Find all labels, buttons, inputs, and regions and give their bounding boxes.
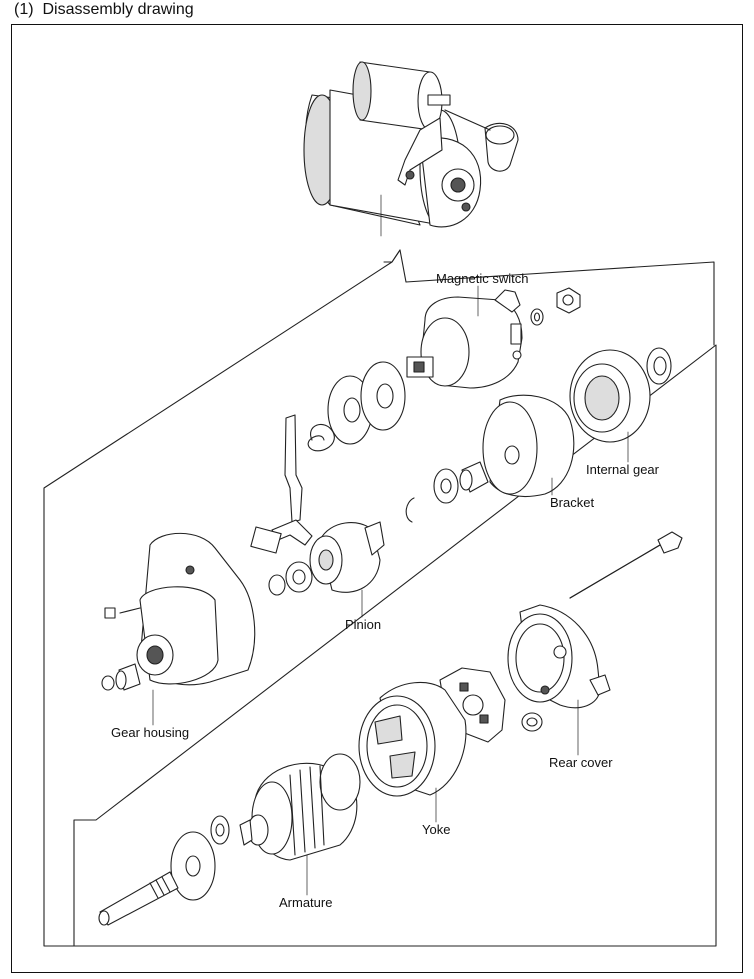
callout-pointer — [383, 249, 715, 346]
output-shaft-part — [98, 831, 216, 926]
internal-gear-part — [569, 347, 672, 443]
through-bolt — [569, 531, 683, 599]
magnetic-switch-part — [406, 289, 523, 389]
label-magnetic-switch: Magnetic switch — [436, 271, 529, 286]
pinion-part — [268, 521, 385, 596]
shift-lever — [250, 414, 313, 554]
assembled-starter-motor — [303, 61, 519, 237]
callout-outline — [43, 249, 717, 947]
leader-lines — [152, 285, 629, 896]
label-internal-gear: Internal gear — [586, 462, 659, 477]
label-gear-housing: Gear housing — [111, 725, 190, 740]
drawing-frame — [11, 24, 743, 973]
label-yoke: Yoke — [422, 822, 451, 837]
label-pinion: Pinion — [345, 617, 382, 632]
section-number: (1) — [14, 1, 34, 18]
bushing-and-washer — [405, 461, 489, 523]
yoke-part — [358, 681, 467, 797]
section-title: Disassembly drawing — [42, 1, 194, 18]
section-heading: (1) Disassembly drawing — [14, 1, 194, 19]
rear-cover-part — [507, 604, 611, 732]
armature-part — [210, 753, 361, 861]
gear-housing-part — [101, 532, 256, 691]
plunger-parts — [307, 361, 406, 452]
magnetic-switch-nuts — [530, 287, 581, 326]
label-armature: Armature — [279, 895, 333, 910]
label-bracket: Bracket — [550, 495, 595, 510]
label-rear-cover: Rear cover — [549, 755, 613, 770]
bracket-part — [482, 394, 575, 498]
